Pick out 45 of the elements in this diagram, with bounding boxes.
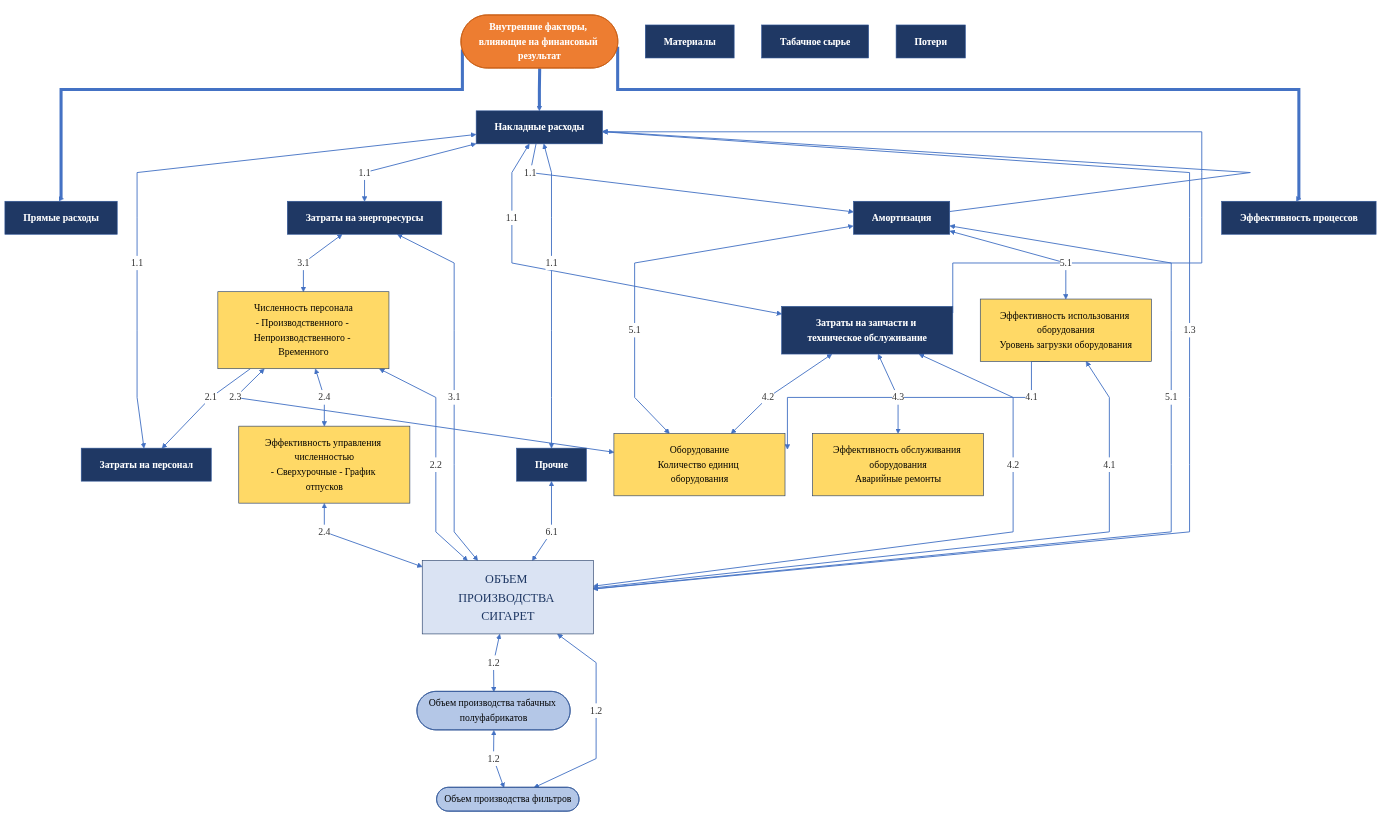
edge-label: 1.2 xyxy=(487,657,500,669)
edge-label: 2.2 xyxy=(429,459,442,471)
node-box: Затраты на персонал xyxy=(80,448,212,482)
edge-label: 1.1 xyxy=(545,257,558,269)
node-box: Численность персонала - Производственного - Непроизводственного - Временного xyxy=(217,291,390,370)
arrow xyxy=(616,47,1302,202)
node-box: Прочие xyxy=(516,448,587,482)
edge-label: 1.2 xyxy=(487,753,500,764)
node-box: Амортизация xyxy=(853,201,951,236)
node-box: Затраты на запчасти и техническое обслуживание xyxy=(781,306,954,355)
edge-label: 2.4 xyxy=(318,526,331,538)
edge-label: 5.1 xyxy=(1165,392,1178,403)
edge-label: 1.1 xyxy=(505,212,518,224)
edge-label: 1.1 xyxy=(130,257,144,269)
edge-label: 2.4 xyxy=(318,392,331,403)
node-box: Материалы xyxy=(645,25,735,59)
edge-label: 3.1 xyxy=(448,392,461,403)
edge-label: 5.1 xyxy=(628,325,641,336)
node-box: Оборудование Количество единиц оборудования xyxy=(613,433,786,497)
edge-label: 1.3 xyxy=(1183,325,1196,336)
edge-label: 3.1 xyxy=(297,257,310,269)
arrow xyxy=(58,50,464,202)
node-box: Эффективность управления численностью - Сверхурочные - График отпусков xyxy=(238,426,411,504)
edge-label: 4.1 xyxy=(1025,392,1038,403)
node-box: ОБЪЕМ ПРОИЗВОДСТВА СИГАРЕТ xyxy=(421,560,594,635)
arrow xyxy=(536,68,543,112)
edge-label: 2.3 xyxy=(229,392,242,403)
node-box: Прямые расходы xyxy=(4,201,118,236)
edge-label: 4.1 xyxy=(1103,459,1116,471)
node-box: Накладные расходы xyxy=(475,111,603,145)
edge-label: 1.1 xyxy=(524,167,537,178)
node-box: Эффективность обслуживания оборудования Аварийные ремонты xyxy=(812,433,984,497)
edge-label: 4.3 xyxy=(891,392,905,403)
edge-label: 1.1 xyxy=(358,167,371,178)
node-box: Эффективность использования оборудования Уровень загрузки оборудования xyxy=(979,299,1152,363)
edge-label: 4.2 xyxy=(1007,459,1020,471)
node-box: Эффективность процессов xyxy=(1221,201,1377,236)
node-box: Потери xyxy=(895,25,966,59)
edge-label: 2.1 xyxy=(204,392,217,403)
edge-label: 5.1 xyxy=(1059,257,1072,269)
edge-label: 4.2 xyxy=(761,392,775,403)
node-box: Табачное сырье xyxy=(761,25,869,59)
edge-label: 6.1 xyxy=(545,526,558,538)
node-box: Затраты на энергоресурсы xyxy=(287,201,443,236)
edge-label: 1.2 xyxy=(590,705,603,716)
